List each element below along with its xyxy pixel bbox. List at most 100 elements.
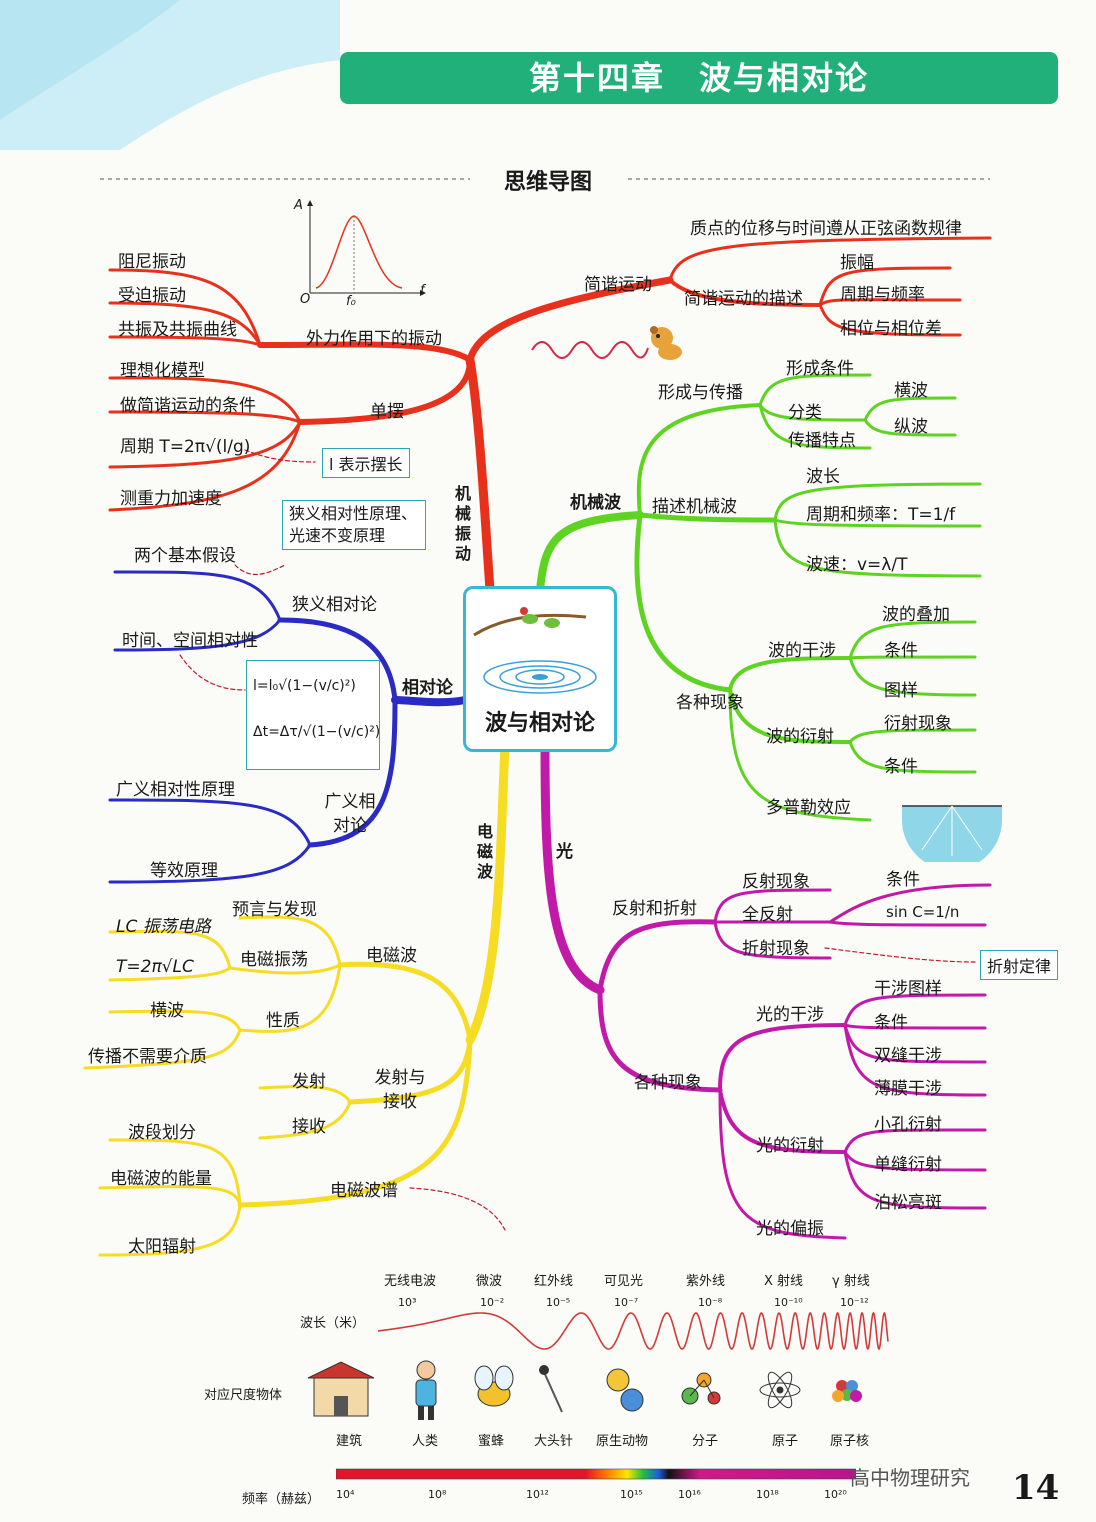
wave-superposition: 波的叠加 (882, 605, 950, 625)
pendulum-period-formula: 周期 T=2π√(l/g) (120, 437, 251, 457)
branch-light-label: 光 (556, 842, 573, 862)
person-icon (415, 1360, 437, 1420)
lc-period-formula: T=2π√LC (116, 957, 194, 977)
curve-x-axis-label: f (420, 283, 425, 298)
shm-phase: 相位与相位差 (840, 319, 942, 339)
spacetime-relativity: 时间、空间相对性 (122, 631, 258, 651)
resonance: 共振及共振曲线 (118, 320, 237, 340)
wavelength-visible: 10⁻⁷ (614, 1296, 639, 1309)
diffraction-phenomenon: 衍射现象 (884, 714, 952, 734)
band-microwave: 微波 (476, 1274, 503, 1289)
object-pin: 大头针 (534, 1434, 574, 1449)
resonance-curve (307, 200, 426, 296)
double-slit: 双缝干涉 (874, 1046, 942, 1066)
critical-angle-formula: sin C=1/n (886, 903, 960, 921)
curve-origin-label: O (300, 292, 311, 307)
frequency-6: 10¹⁸ (756, 1488, 779, 1501)
em-transverse: 横波 (150, 1001, 184, 1021)
wavefront-illustration (902, 805, 1002, 862)
shm-amplitude: 振幅 (840, 253, 874, 273)
frequency-axis-label: 频率（赫兹） (242, 1492, 321, 1507)
em-spectrum-label: 电磁波谱 (330, 1181, 398, 1201)
page-number: 14 (1012, 1468, 1060, 1508)
frequency-2: 10⁸ (428, 1488, 447, 1501)
bee-icon (474, 1365, 514, 1407)
wavelength-ultraviolet: 10⁻⁸ (698, 1296, 723, 1309)
object-bee: 蜜蜂 (478, 1434, 505, 1449)
transmit-receive-label: 发射与接收 (368, 1066, 432, 1114)
period-frequency-formula: 周期和频率：T=1/f (806, 505, 956, 525)
atom-icon (759, 1371, 801, 1409)
single-slit: 单缝衍射 (874, 1155, 942, 1175)
pendulum-label: 单摆 (370, 402, 404, 422)
object-nucleus: 原子核 (830, 1434, 870, 1449)
curve-y-axis-label: A (294, 198, 303, 213)
wave-diffraction-label: 波的衍射 (766, 727, 834, 747)
thin-film: 薄膜干涉 (874, 1079, 942, 1099)
gravity-measurement: 测重力加速度 (120, 489, 222, 509)
chapter-title: 第十四章 波与相对论 (528, 59, 869, 97)
total-reflection: 全反射 (742, 905, 793, 925)
wavelength: 波长 (806, 467, 840, 487)
refraction: 折射现象 (742, 939, 810, 959)
frequency-7: 10²⁰ (824, 1488, 847, 1501)
pendulum-shm-condition: 做简谐运动的条件 (120, 396, 256, 416)
em-energy: 电磁波的能量 (110, 1169, 212, 1189)
wavelength-microwave: 10⁻² (480, 1296, 505, 1309)
object-molecule: 分子 (692, 1434, 719, 1449)
band-division: 波段划分 (128, 1123, 196, 1143)
reflection-refraction-label: 反射和折射 (612, 899, 697, 919)
hole-diffraction: 小孔衍射 (874, 1115, 942, 1135)
propagation-feature: 传播特点 (788, 431, 856, 451)
transmit-receive-text: 发射与接收 (374, 1068, 426, 1112)
general-relativity-text: 广义相对论 (324, 792, 376, 836)
section-title: 思维导图 (470, 164, 626, 196)
scale-object-icons (307, 1360, 862, 1420)
frequency-4: 10¹⁵ (620, 1488, 643, 1501)
branch-relativity-label: 相对论 (402, 678, 453, 698)
frequency-color-bar (336, 1468, 856, 1480)
wavelength-xray: 10⁻¹⁰ (774, 1296, 803, 1309)
band-visible: 可见光 (604, 1274, 644, 1289)
interference-pattern: 图样 (884, 681, 918, 701)
light-interference-label: 光的干涉 (756, 1005, 824, 1025)
frequency-1: 10⁴ (336, 1488, 355, 1501)
simple-harmonic-label: 简谐运动 (584, 275, 652, 295)
damped-vibration: 阻尼振动 (118, 252, 186, 272)
no-medium-needed: 传播不需要介质 (88, 1047, 207, 1067)
band-gamma: γ 射线 (832, 1274, 870, 1289)
frequency-3: 10¹² (526, 1488, 549, 1501)
forced-vibration: 受迫振动 (118, 286, 186, 306)
total-reflection-condition: 条件 (886, 870, 920, 890)
length-contraction-formula: l=l₀√(1−(v/c)²) (253, 678, 356, 694)
building-icon (307, 1361, 375, 1417)
wavelength-radio: 10³ (398, 1296, 417, 1309)
nucleus-icon (832, 1380, 862, 1402)
branch-em-wave-label: 电磁波 (476, 822, 493, 881)
reflection: 反射现象 (742, 872, 810, 892)
branch-vibration-label: 机械振动 (454, 484, 471, 563)
formation-condition: 形成条件 (786, 359, 854, 379)
simple-harmonic-description: 简谐运动的描述 (684, 289, 803, 309)
molecule-icon (681, 1372, 721, 1405)
dog-wave-illustration (531, 326, 682, 360)
band-radio: 无线电波 (384, 1274, 437, 1289)
interference-condition: 条件 (884, 641, 918, 661)
forced-vibration-label: 外力作用下的振动 (306, 329, 442, 349)
wavelength-axis-label: 波长（米） (300, 1316, 366, 1331)
band-xray: X 射线 (764, 1274, 804, 1289)
receive: 接收 (292, 1117, 326, 1137)
light-interference-condition: 条件 (874, 1013, 908, 1033)
wave-classification: 分类 (788, 403, 822, 423)
wave-speed-formula: 波速：v=λ/T (806, 555, 908, 575)
shm-period-frequency: 周期与频率 (840, 285, 925, 305)
lc-circuit: LC 振荡电路 (116, 917, 211, 937)
wave-interference-label: 波的干涉 (768, 641, 836, 661)
time-dilation-formula: Δt=Δτ/√(1−(v/c)²) (253, 724, 381, 740)
pendulum-length-note: l 表示摆长 (322, 448, 410, 478)
pin-icon (539, 1365, 563, 1413)
solar-radiation: 太阳辐射 (128, 1237, 196, 1257)
em-nature-label: 性质 (266, 1011, 300, 1031)
object-building: 建筑 (336, 1434, 363, 1449)
em-oscillation-label: 电磁振荡 (240, 950, 308, 970)
